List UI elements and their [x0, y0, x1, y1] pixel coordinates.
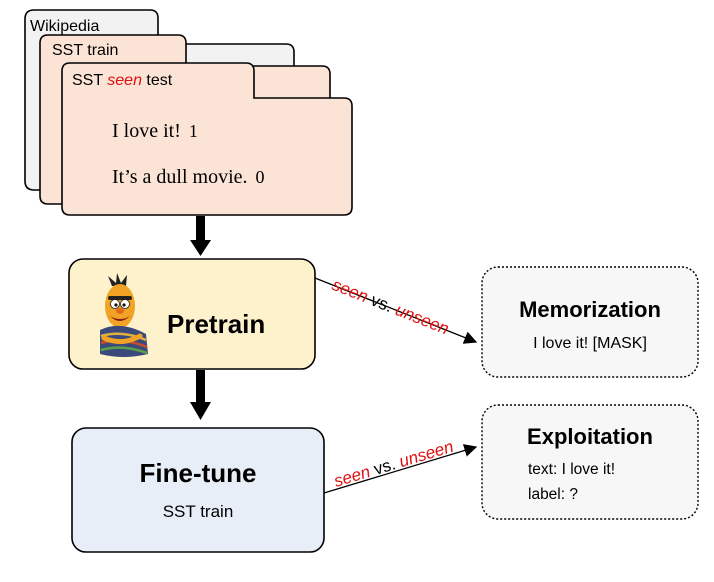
bert-muppet-icon: [100, 273, 148, 357]
folder-label-seen: seen: [107, 72, 142, 89]
edge-label-1-unseen: unseen: [393, 300, 452, 338]
folder-label-suffix: test: [142, 72, 173, 89]
memorization-title: Memorization: [519, 297, 661, 322]
edge-label-2-vs: vs.: [367, 453, 402, 480]
finetune-title: Fine-tune: [140, 458, 257, 488]
memorization-body: I love it! [MASK]: [533, 335, 647, 352]
finetune-subtitle: SST train: [163, 502, 234, 521]
edge-pretrain-memorization: seen vs. unseen: [314, 275, 478, 344]
example-row-2: It’s a dull movie. 0: [112, 166, 265, 188]
down-arrow-1: [190, 216, 211, 256]
exploitation-line2: label: ?: [528, 486, 578, 503]
folder-sst-train-label: SST train: [52, 42, 118, 59]
exploitation-line1: text: I love it!: [528, 461, 615, 478]
finetune-box: Fine-tune SST train: [71, 427, 325, 553]
edge-label-2-unseen: unseen: [397, 437, 456, 471]
exploitation-title: Exploitation: [527, 424, 653, 449]
folder-sst-seen-test-label: SST seen test: [72, 72, 173, 89]
edge-label-2: seen vs. unseen: [332, 437, 456, 491]
edge-label-2-seen: seen: [332, 462, 373, 491]
memorization-box: Memorization I love it! [MASK]: [481, 266, 699, 378]
example-row-1: I love it! 1: [112, 120, 198, 142]
folder-wikipedia-label: Wikipedia: [30, 18, 99, 35]
exploitation-box: Exploitation text: I love it! label: ?: [481, 404, 699, 520]
down-arrow-2: [190, 370, 211, 420]
edge-finetune-exploitation: seen vs. unseen: [323, 437, 478, 494]
example-text-2: It’s a dull movie.: [112, 166, 248, 188]
edge-label-1: seen vs. unseen: [330, 275, 452, 338]
pretrain-box: Pretrain: [68, 258, 316, 370]
pretrain-title: Pretrain: [167, 309, 265, 339]
folder-sst-seen-test: SST seen test I love it! 1 It’s a dull mo…: [61, 62, 353, 216]
example-label-1: 1: [189, 121, 198, 141]
example-text-1: I love it!: [112, 120, 181, 142]
example-label-2: 0: [256, 167, 265, 187]
folder-label-prefix: SST: [72, 72, 107, 89]
